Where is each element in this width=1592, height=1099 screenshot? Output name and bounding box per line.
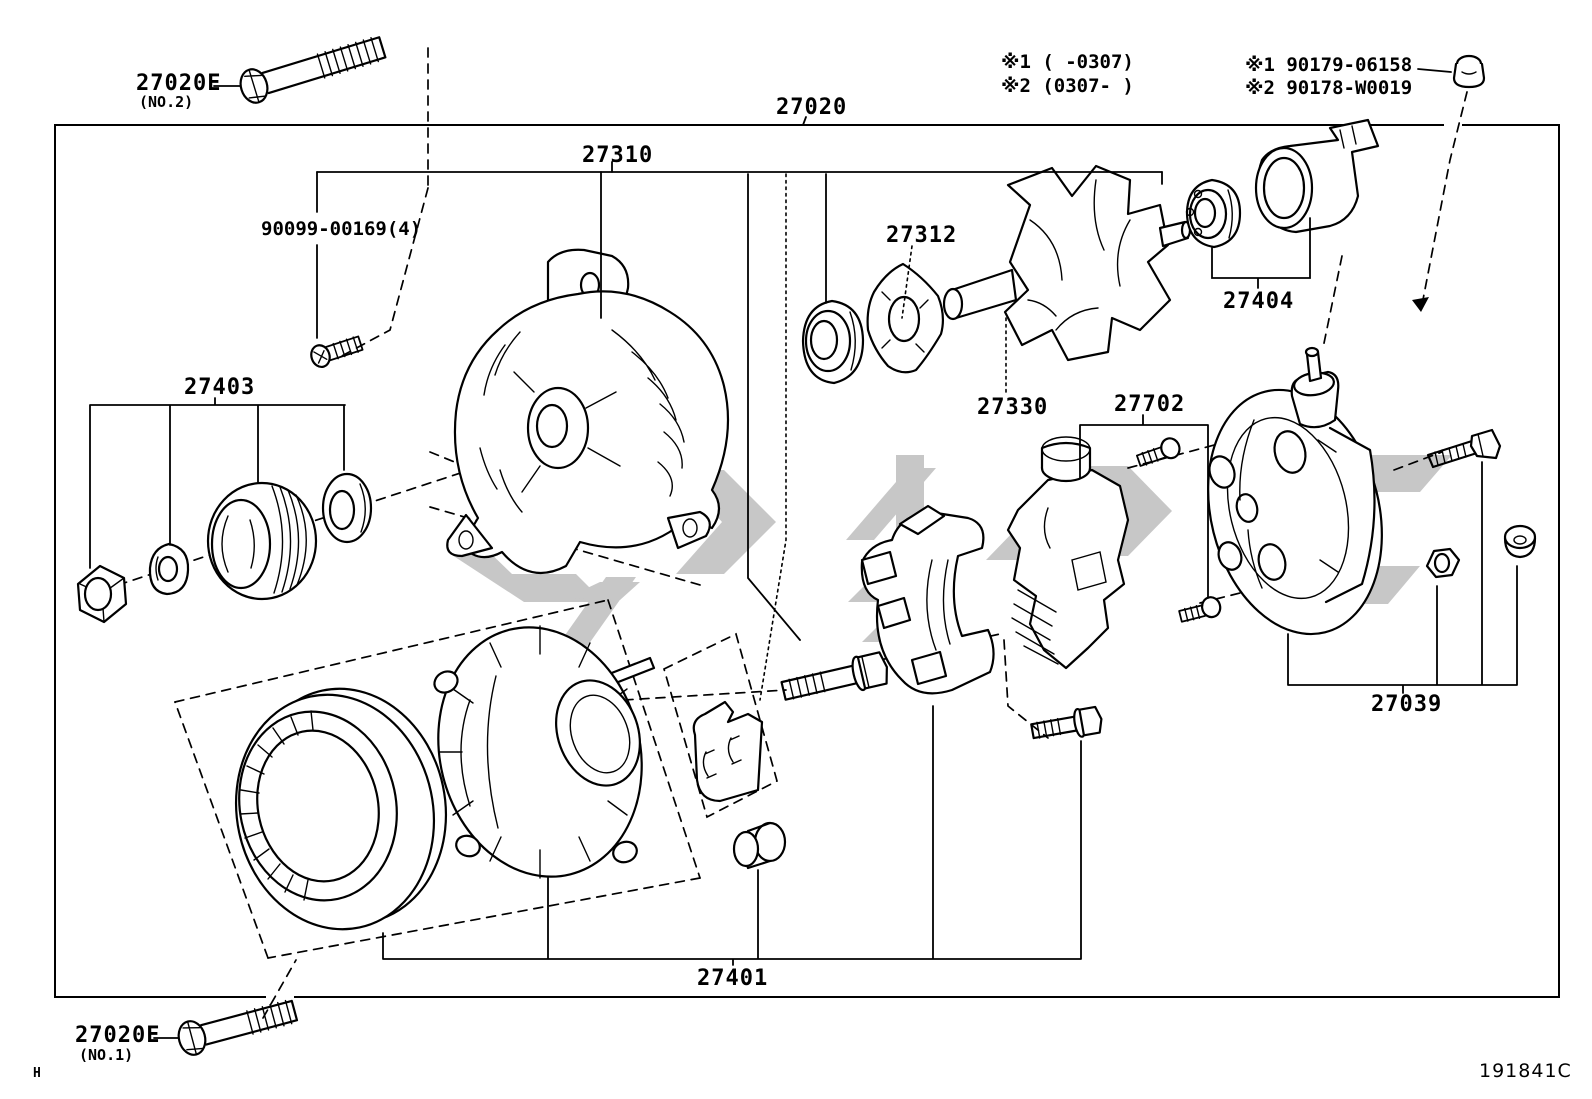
labels: 27020E (NO.2) 27020 27310 90099-00169(4)… — [33, 51, 1572, 1082]
terminal-bracket — [692, 700, 764, 803]
label-27020E-no2-sub: (NO.2) — [139, 93, 193, 111]
note-part-1: ※1 90179-06158 — [1245, 54, 1412, 76]
rear-frame-cap — [1503, 524, 1537, 559]
bracket-screw — [310, 335, 364, 369]
through-bolt-long — [780, 651, 888, 701]
label-27020: 27020 — [776, 95, 847, 120]
rear-frame-bolt — [1426, 428, 1502, 469]
brush-holder — [860, 504, 995, 695]
regulator-screw-2 — [1178, 596, 1222, 623]
rear-end-cover — [1254, 118, 1380, 234]
label-27403: 27403 — [184, 375, 255, 400]
rear-housing — [433, 625, 643, 879]
pulley-collar — [321, 472, 373, 544]
stator — [234, 656, 656, 931]
label-27310: 27310 — [582, 143, 653, 168]
front-bracket-housing — [446, 248, 730, 574]
terminal-insulator — [1290, 346, 1340, 429]
label-90099: 90099-00169(4) — [261, 218, 421, 240]
insulator-bushing — [732, 821, 787, 870]
regulator-screw-1 — [1136, 437, 1181, 467]
diagram-border — [54, 118, 1560, 1004]
label-27020E-no1: 27020E — [75, 1023, 160, 1048]
note-part-2: ※2 90178-W0019 — [1245, 77, 1412, 99]
rotor — [942, 164, 1192, 362]
pulley-washer — [148, 542, 190, 596]
label-27401: 27401 — [697, 966, 768, 991]
callout-lines — [89, 68, 1518, 1039]
rear-bearing — [1185, 178, 1242, 249]
terminal-nut-cap — [1452, 54, 1486, 89]
label-27020E-no2: 27020E — [136, 71, 221, 96]
label-27330: 27330 — [977, 395, 1048, 420]
pulley-nut — [76, 564, 128, 624]
voltage-regulator — [1006, 436, 1130, 670]
figure-code: 191841C — [1479, 1060, 1572, 1082]
note-range-1: ※1 ( -0307) — [1001, 51, 1134, 73]
through-bolt-no2 — [239, 36, 387, 104]
leader-arrowhead — [1412, 297, 1429, 312]
bearing-retainer-plate — [866, 262, 945, 374]
pulley — [206, 481, 318, 601]
note-range-2: ※2 (0307- ) — [1001, 75, 1134, 97]
pulley-set-group — [76, 472, 373, 624]
label-27404: 27404 — [1223, 289, 1294, 314]
margin-letter: H — [33, 1066, 41, 1081]
label-27039: 27039 — [1371, 692, 1442, 717]
through-bolt-short — [1030, 705, 1103, 740]
label-27312: 27312 — [886, 223, 957, 248]
rear-end-frame — [1207, 346, 1383, 636]
rear-frame-nut — [1425, 547, 1461, 579]
label-27020E-no1-sub: (NO.1) — [79, 1046, 133, 1064]
front-bearing — [801, 299, 865, 385]
through-bolt-no1 — [177, 999, 299, 1056]
label-27702: 27702 — [1114, 392, 1185, 417]
